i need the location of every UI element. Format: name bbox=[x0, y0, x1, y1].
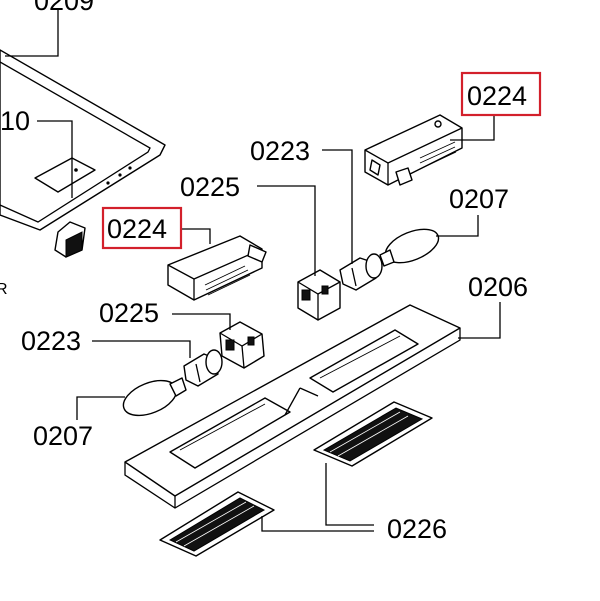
leader-0225-bottom bbox=[172, 313, 231, 330]
leader-10 bbox=[37, 120, 73, 198]
callout-0206: 0206 bbox=[468, 272, 528, 302]
lamp-socket-0223-top bbox=[339, 253, 383, 291]
callout-0223-top: 0223 bbox=[250, 136, 310, 166]
transformer-0224-middle bbox=[167, 235, 267, 301]
leader-0224-top bbox=[450, 116, 495, 141]
callout-10: 10 bbox=[0, 106, 30, 136]
connector-block-0225-top bbox=[297, 269, 341, 321]
clip-part-10 bbox=[54, 221, 86, 258]
chassis-0206 bbox=[124, 304, 461, 509]
leader-0226-left bbox=[261, 516, 374, 532]
filter-0226-right bbox=[313, 401, 433, 467]
leader-0206 bbox=[458, 302, 501, 339]
leader-0225-top bbox=[257, 185, 316, 276]
callout-0225-bottom: 0225 bbox=[99, 298, 159, 328]
leader-0223-bottom bbox=[92, 340, 191, 358]
callout-0225-top: 0225 bbox=[180, 172, 240, 202]
callout-r: R bbox=[0, 281, 8, 298]
bulb-0207-bottom bbox=[122, 377, 187, 417]
callout-0223-bottom: 0223 bbox=[21, 326, 81, 356]
callout-0224-top: 0224 bbox=[467, 81, 527, 111]
callout-0207-top: 0207 bbox=[449, 184, 509, 214]
callout-0207-bottom: 0207 bbox=[33, 421, 93, 451]
leader-0207-bottom bbox=[76, 396, 125, 420]
callout-0224-middle: 0224 bbox=[107, 214, 167, 244]
lamp-socket-0223-bottom bbox=[183, 349, 223, 387]
callout-0209: 0209 bbox=[34, 0, 94, 16]
connector-block-0225-bottom bbox=[219, 321, 265, 369]
bulb-0207-top bbox=[379, 228, 440, 267]
leader-0209 bbox=[5, 10, 59, 57]
leader-0223-top bbox=[322, 149, 353, 264]
leader-0224-middle bbox=[181, 228, 211, 244]
panel-0209 bbox=[0, 49, 166, 231]
transformer-0224-top bbox=[364, 114, 463, 186]
callout-0226: 0226 bbox=[387, 514, 447, 544]
highlight-0224-middle bbox=[101, 206, 183, 250]
filter-0226-left bbox=[159, 491, 275, 557]
leader-0226 bbox=[325, 463, 374, 526]
highlight-0224-top bbox=[460, 71, 542, 117]
leader-0207-top bbox=[436, 215, 479, 237]
